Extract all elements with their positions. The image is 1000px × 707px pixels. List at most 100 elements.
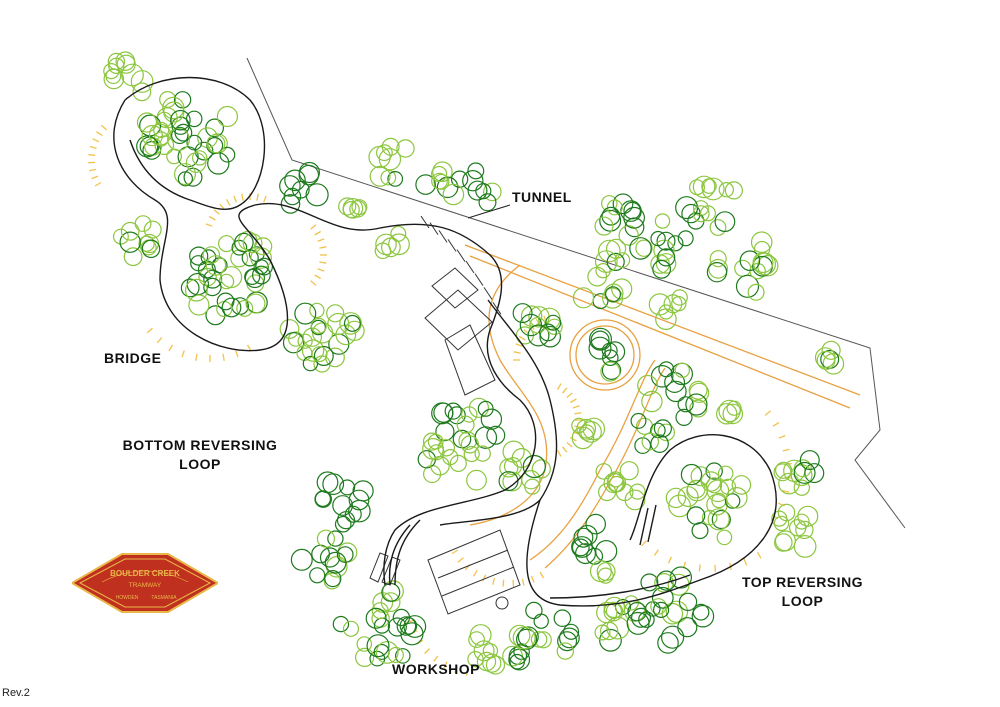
tree: [200, 249, 217, 266]
tree: [804, 463, 825, 484]
tree: [431, 172, 448, 190]
hatch-mark: [772, 422, 780, 427]
hatch-mark: [317, 238, 325, 242]
tree: [680, 463, 703, 486]
hatch-mark: [100, 124, 108, 131]
tree: [708, 258, 728, 279]
tree: [236, 299, 254, 317]
tree: [174, 163, 197, 186]
tree: [726, 400, 742, 416]
tree: [717, 465, 734, 482]
tree: [332, 615, 350, 633]
tree: [573, 527, 594, 548]
hatch-mark: [92, 138, 100, 143]
tree: [159, 90, 177, 108]
tree: [319, 547, 341, 568]
tree: [352, 480, 374, 502]
hatch-mark: [574, 412, 582, 415]
tree: [601, 287, 624, 309]
tree: [509, 653, 525, 670]
tree: [431, 165, 448, 183]
tree: [143, 220, 162, 239]
tree: [553, 609, 572, 627]
tree: [499, 458, 519, 478]
tree: [774, 461, 793, 479]
tree: [657, 423, 675, 442]
tree: [614, 252, 631, 269]
tree: [692, 205, 710, 223]
tree: [327, 530, 344, 547]
hatch-mark: [256, 193, 259, 201]
hatch-mark: [743, 558, 748, 566]
tree: [294, 302, 317, 325]
tree: [752, 252, 774, 274]
tree: [606, 473, 627, 493]
tree: [456, 415, 475, 434]
tree: [677, 617, 698, 638]
tree: [606, 252, 625, 271]
tree: [533, 613, 549, 629]
tree: [521, 470, 541, 490]
hatch-mark: [89, 145, 97, 150]
tree: [185, 152, 207, 173]
tree: [206, 134, 226, 154]
tree: [600, 361, 621, 382]
revision-label: Rev.2: [2, 687, 30, 699]
tree: [184, 278, 208, 302]
tree: [664, 372, 686, 394]
tree: [148, 123, 172, 146]
tree: [203, 269, 223, 289]
hatch-mark: [572, 404, 580, 409]
tree: [734, 259, 752, 277]
hatch-mark: [219, 203, 225, 210]
tree: [485, 655, 506, 675]
tunnel-sleeper-mark: [483, 287, 493, 300]
tree: [545, 314, 562, 331]
tree: [365, 607, 387, 629]
tree: [603, 472, 624, 494]
tree: [369, 165, 391, 187]
tree: [686, 506, 706, 525]
tree: [511, 448, 532, 469]
hatch-mark: [667, 556, 672, 564]
hatch-mark: [457, 557, 464, 563]
tree: [486, 425, 506, 445]
bottom-reversing-loop-label: BOTTOM REVERSING LOOP: [115, 436, 285, 474]
tree: [648, 293, 671, 316]
railway-track: [113, 76, 777, 607]
hatch-mark: [518, 335, 526, 341]
tunnel-sleeper-mark: [465, 260, 475, 274]
hatch-mark: [566, 442, 573, 448]
hatch-mark: [562, 387, 568, 394]
tree: [652, 601, 670, 619]
tree: [750, 231, 773, 253]
hatch-mark: [539, 571, 545, 579]
tree: [415, 174, 436, 195]
tunnel-sleeper-mark: [429, 222, 439, 235]
tree: [604, 283, 624, 303]
tree: [559, 627, 580, 649]
tree: [795, 520, 814, 540]
hatch-mark: [569, 398, 577, 404]
tree: [701, 177, 725, 201]
tree: [724, 493, 741, 509]
tree: [793, 535, 817, 558]
tree: [705, 477, 723, 494]
hatch-mark: [566, 392, 573, 398]
tree: [468, 631, 486, 648]
tree: [130, 70, 154, 93]
tree: [141, 239, 161, 259]
bridge-label: BRIDGE: [104, 350, 162, 366]
tree: [474, 445, 491, 462]
tree: [641, 390, 663, 413]
tree: [594, 250, 618, 274]
tree: [134, 215, 152, 233]
tree: [821, 340, 841, 360]
logo-line2: TRAMWAY: [129, 582, 162, 589]
tunnel-leader-line: [467, 204, 511, 219]
tree: [342, 198, 364, 219]
tree: [462, 169, 484, 192]
tree: [450, 170, 469, 188]
tree: [739, 250, 761, 272]
tree: [468, 397, 489, 418]
